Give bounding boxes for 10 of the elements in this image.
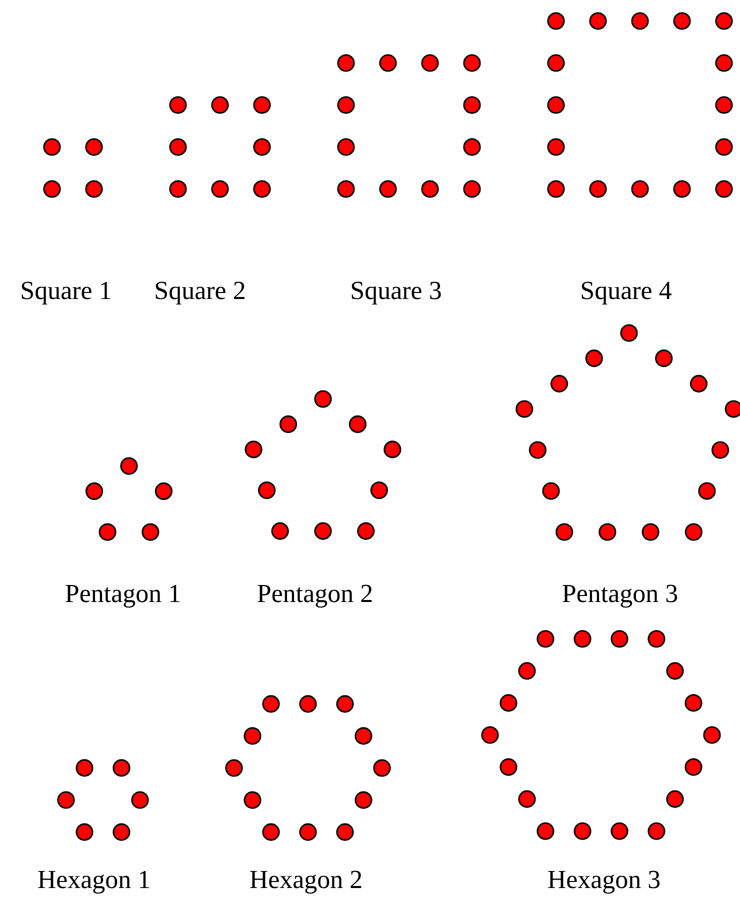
- figure-caption: Hexagon 1: [37, 865, 151, 895]
- figure-caption: Hexagon 2: [249, 865, 363, 895]
- figure-caption: Hexagon 3: [547, 865, 661, 895]
- figure-caption: Square 4: [580, 276, 672, 306]
- figure-caption: Pentagon 1: [64, 579, 182, 609]
- figure-caption: Square 2: [154, 276, 246, 306]
- figure-caption: Pentagon 3: [562, 579, 678, 609]
- figure-caption: Square 3: [350, 276, 442, 306]
- figure-caption: Square 1: [20, 276, 112, 306]
- figure-caption: Pentagon 2: [256, 579, 374, 609]
